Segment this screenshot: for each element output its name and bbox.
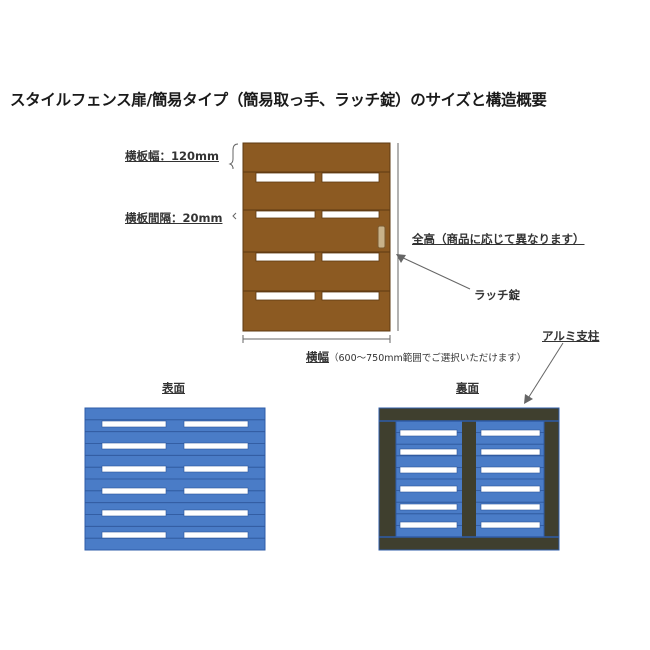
wood-gap-slots [243, 171, 390, 301]
front-gap-slots [101, 420, 249, 539]
wood-gap-slot-right [321, 172, 380, 183]
total-height-label: 全高（商品に応じて異なります） [412, 232, 585, 246]
front-gap-slot-right [183, 509, 249, 517]
wood-gap-slot-right [321, 210, 380, 219]
post-leader-line [526, 342, 564, 401]
board-width-bracket [228, 143, 239, 170]
front-gap-slot-right [183, 487, 249, 495]
wood-gap-slot-right [321, 291, 380, 301]
front-gap-slot-right [183, 531, 249, 539]
front-label: 表面 [162, 381, 185, 395]
wood-gap-slot-left [255, 210, 316, 219]
center-post [462, 421, 476, 537]
back-label: 裏面 [456, 381, 479, 395]
back-gap-slots [399, 429, 541, 529]
latch-icon [377, 225, 386, 249]
front-gap-slot-right [183, 465, 249, 473]
back-gap-slot-left [399, 521, 458, 529]
board-gap-mark [232, 212, 237, 220]
wood-gap-slot-left [255, 291, 316, 301]
front-gap-slot-left [101, 509, 167, 517]
aluminum-post-label: アルミ支柱 [542, 329, 600, 343]
back-gap-slot-left [399, 503, 458, 511]
board-gap-label: 横板間隔：20mm [125, 211, 223, 225]
width-label: 横幅（600〜750mm範囲でご選択いただけます） [306, 349, 526, 365]
wood-gate [242, 142, 391, 332]
wood-gap-slot-right [321, 252, 380, 262]
back-face-diagram [378, 407, 560, 551]
back-gap-slot-right [480, 503, 541, 511]
back-gap-slot-right [480, 466, 541, 474]
back-gap-slot-left [399, 448, 458, 456]
post-arrowhead [524, 394, 533, 404]
front-face-diagram [84, 407, 266, 551]
dimension-lines [228, 143, 564, 401]
back-gap-slot-right [480, 521, 541, 529]
wood-gap-slot-left [255, 252, 316, 262]
board-width-label: 横板幅：120mm [125, 149, 219, 163]
page-title: スタイルフェンス扉/簡易タイプ（簡易取っ手、ラッチ錠）のサイズと構造概要 [10, 91, 547, 109]
wood-gate-panel [242, 142, 391, 332]
back-gap-slot-left [399, 485, 458, 493]
front-gap-slot-left [101, 420, 167, 428]
back-gap-slot-right [480, 485, 541, 493]
back-gap-slot-left [399, 429, 458, 437]
front-gap-slot-left [101, 465, 167, 473]
latch-arrowhead [396, 254, 406, 263]
back-gap-slot-left [399, 466, 458, 474]
front-gap-slot-left [101, 442, 167, 450]
latch-leader-line [398, 255, 471, 290]
front-gap-slot-left [101, 487, 167, 495]
front-gap-slot-right [183, 420, 249, 428]
back-gap-slot-right [480, 448, 541, 456]
width-range: （600〜750mm範囲でご選択いただけます） [329, 353, 527, 364]
latch-label: ラッチ錠 [474, 288, 520, 302]
width-prefix: 横幅 [306, 350, 329, 364]
wood-gap-slot-left [255, 172, 316, 183]
front-gap-slot-right [183, 442, 249, 450]
front-gap-slot-left [101, 531, 167, 539]
back-gap-slot-right [480, 429, 541, 437]
